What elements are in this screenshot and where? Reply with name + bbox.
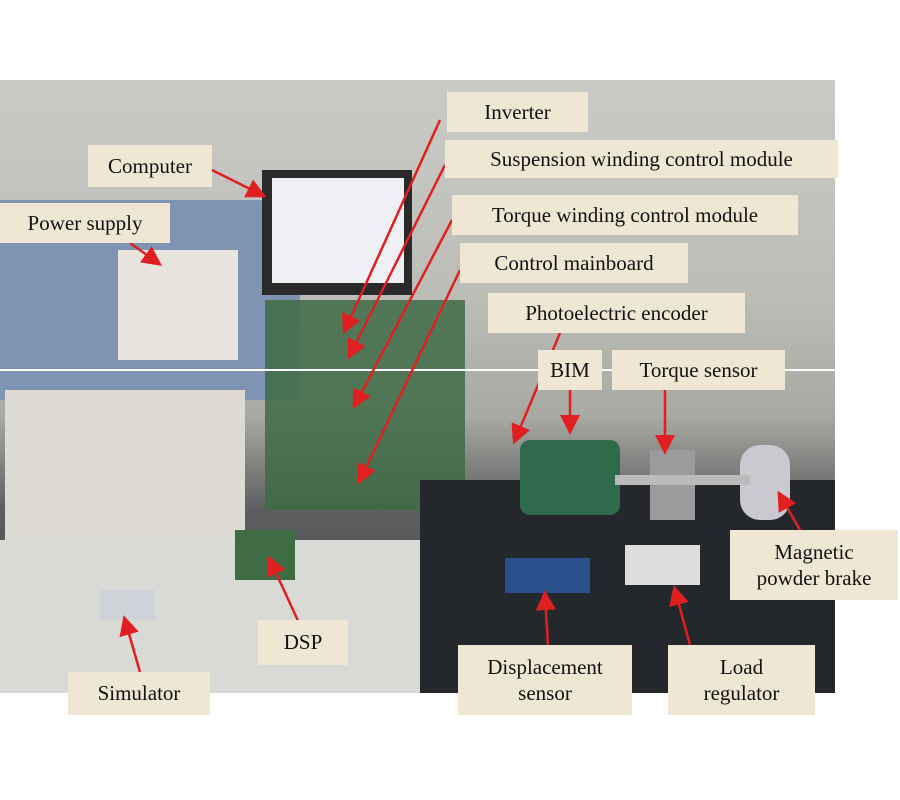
label-computer: Computer [88,145,212,187]
shaft [615,475,750,485]
arrow-mainboard [357,269,462,485]
arrow-torque-winding [352,219,454,410]
label-load-line2: regulator [703,681,780,705]
load-regulator-unit [625,545,700,585]
label-displacement-line2: sensor [518,681,572,705]
arrow-inverter [342,119,442,335]
power-supplies-lower [5,390,245,540]
label-torque-sensor: Torque sensor [612,350,785,390]
power-supply-unit [118,250,238,360]
arrow-power-supply [129,241,163,266]
arrow-suspension [347,164,447,360]
divider-line [0,369,835,371]
label-inverter: Inverter [447,92,588,132]
arrow-computer [211,168,267,198]
label-control-mainboard: Control mainboard [460,243,688,283]
arrow-brake [777,490,802,531]
label-simulator: Simulator [68,672,210,715]
label-load-line1: Load [719,654,764,679]
label-suspension-module: Suspension winding control module [445,140,838,178]
label-displacement-line1: Displacement [487,654,603,679]
table [0,540,420,693]
label-torque-winding-module: Torque winding control module [452,195,798,235]
bim-motor [520,440,620,515]
displacement-sensor-unit [505,558,590,593]
label-photoelectric-encoder: Photoelectric encoder [488,293,745,333]
label-dsp: DSP [258,620,348,665]
arrow-displacement [535,590,556,646]
simulator-device [100,590,155,620]
label-brake-line1: Magnetic [774,539,854,564]
label-bim: BIM [538,350,602,390]
torque-sensor-unit [650,450,695,520]
arrow-dsp [267,555,302,626]
label-magnetic-powder-brake: Magnetic powder brake [730,530,898,600]
label-displacement-sensor: Displacement sensor [458,645,632,715]
label-brake-line2: powder brake [756,566,872,590]
arrow-simulator [119,615,142,673]
arrow-load [669,585,692,646]
label-power-supply: Power supply [0,203,170,243]
label-load-regulator: Load regulator [668,645,815,715]
laptop-screen [272,178,404,283]
